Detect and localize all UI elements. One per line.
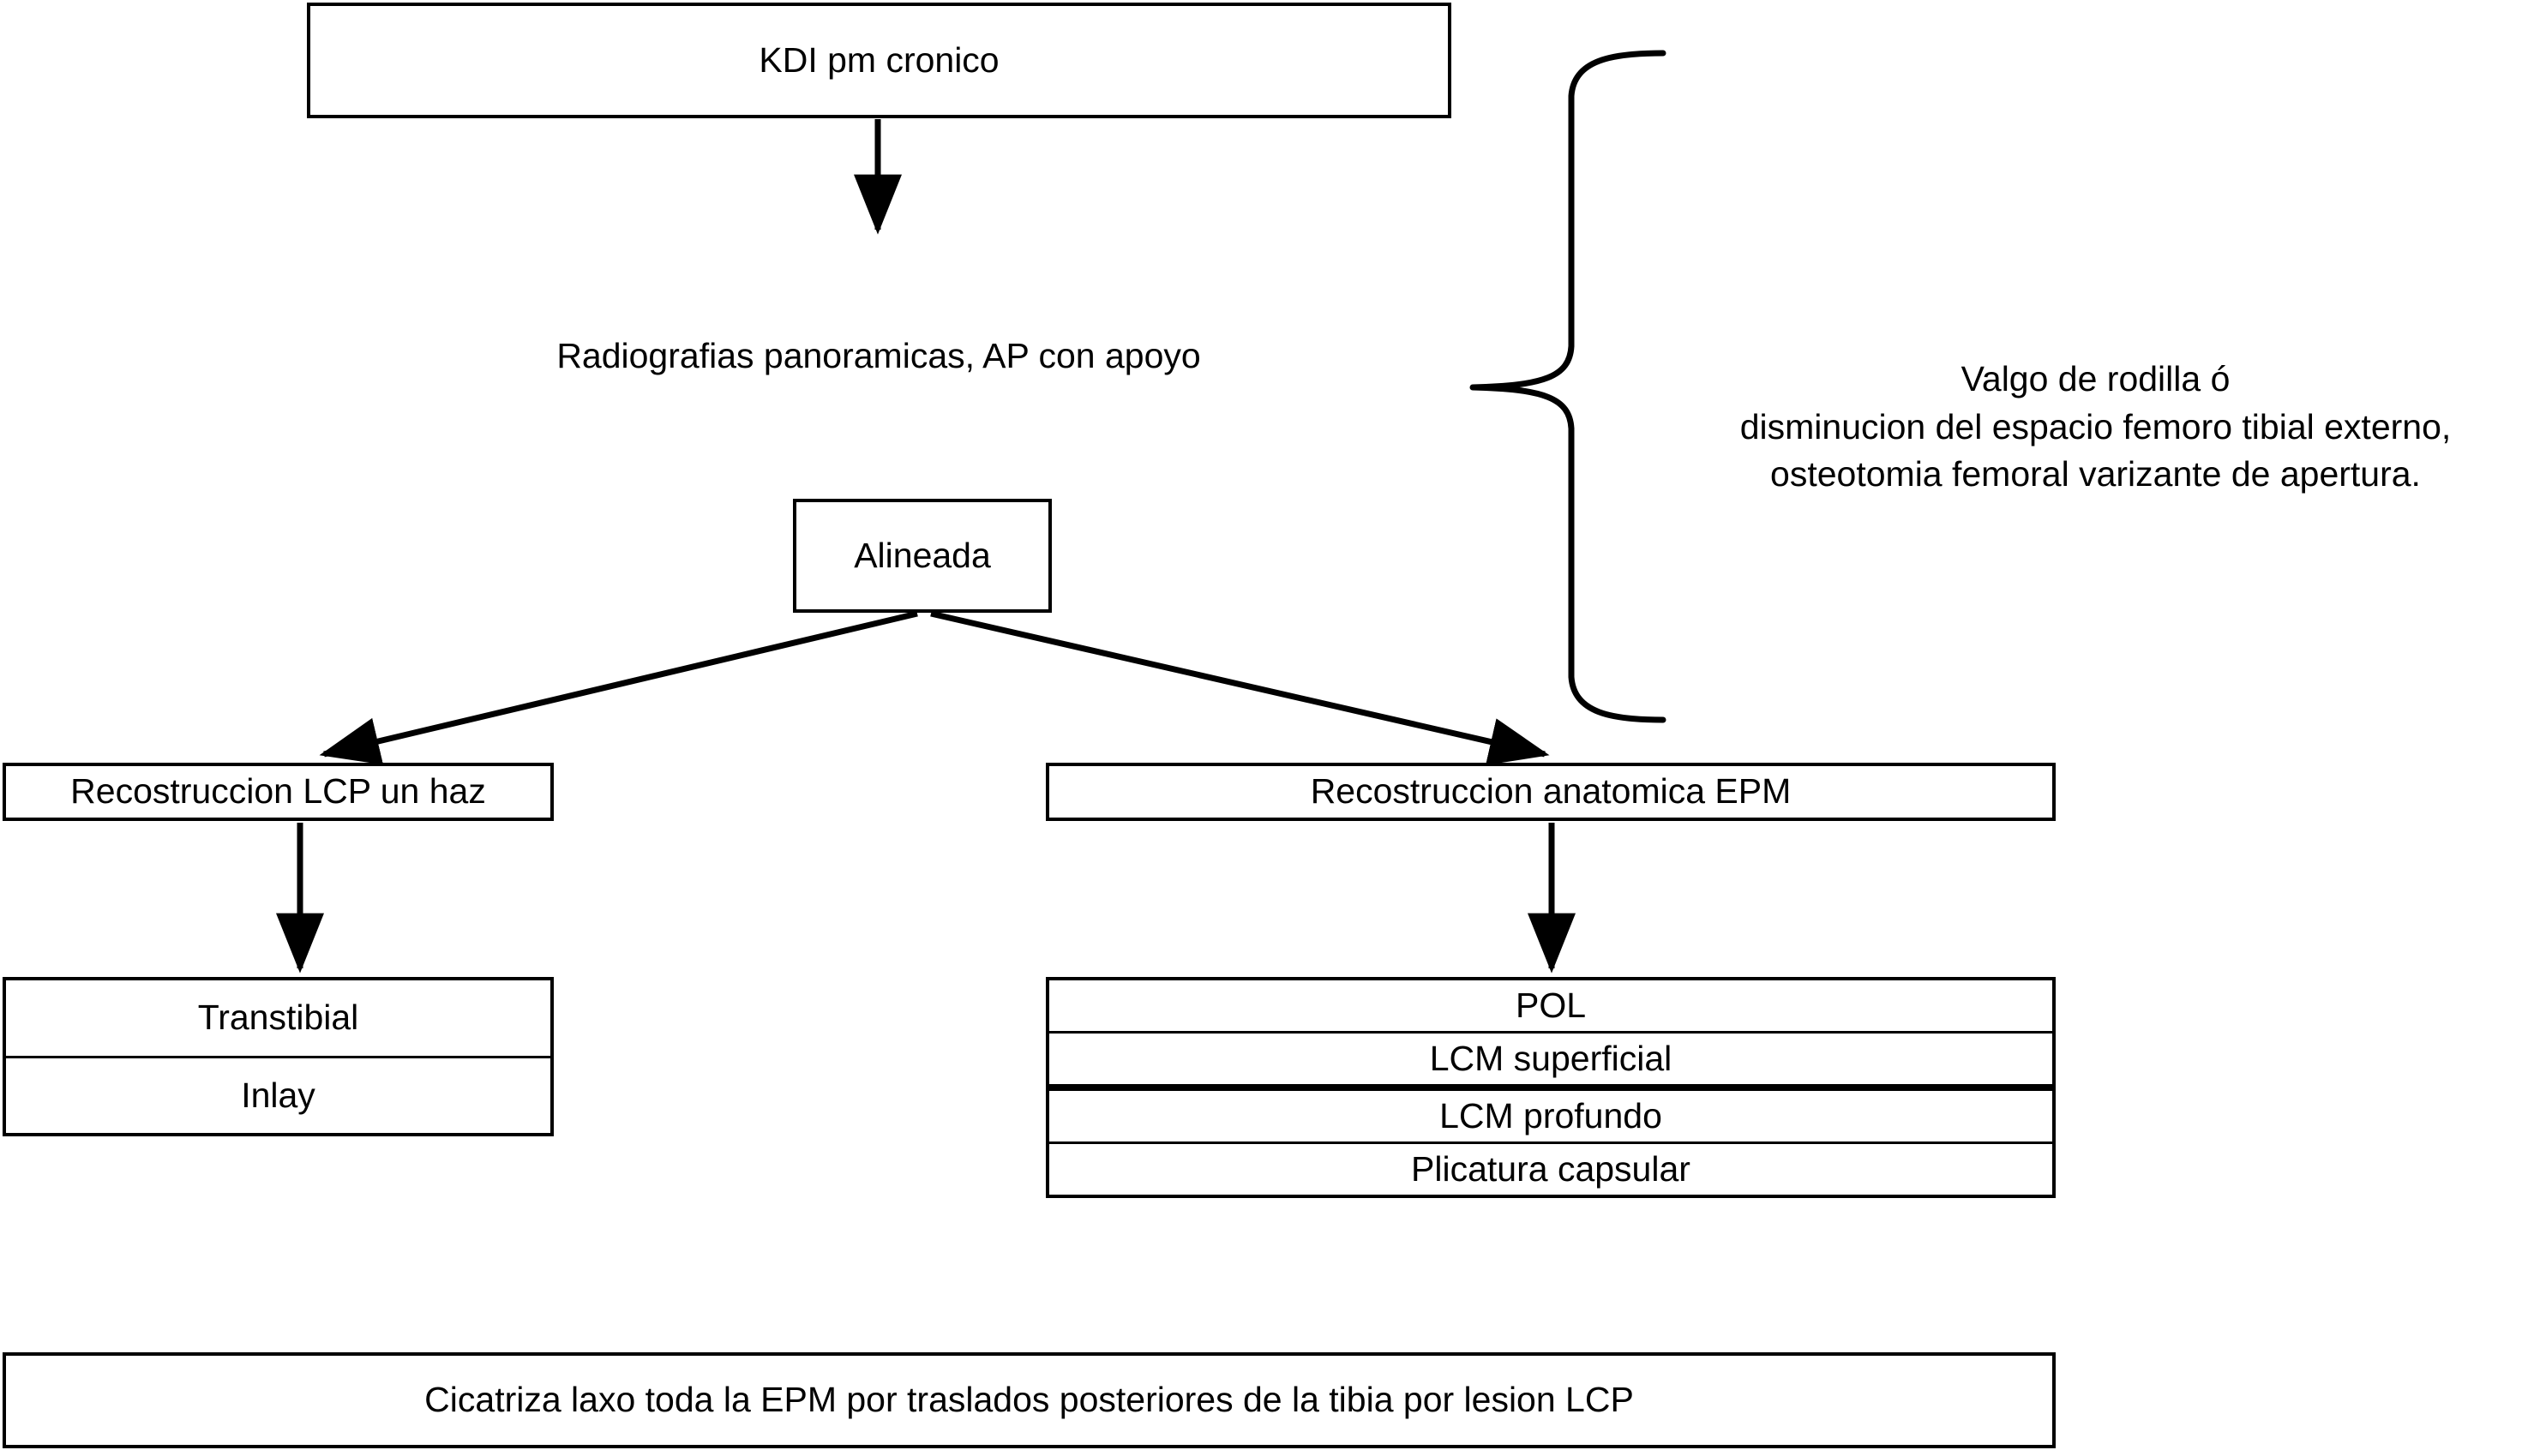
stack-item-inlay-label: Inlay	[241, 1075, 315, 1115]
node-recostruccion-anatomica-epm-label: Recostruccion anatomica EPM	[1310, 771, 1792, 812]
stack-item-plicatura-capsular: Plicatura capsular	[1049, 1141, 2052, 1195]
node-kdi-pm-cronico: KDI pm cronico	[307, 3, 1451, 118]
stack-item-pol-label: POL	[1515, 985, 1587, 1025]
text-valgo-de-rodilla-note: Valgo de rodilla ó disminucion del espac…	[1673, 309, 2518, 498]
curly-brace	[1469, 50, 1666, 723]
node-recostruccion-lcp-un-haz-label: Recostruccion LCP un haz	[70, 771, 486, 812]
stack-right-branch-options: POL LCM superficial LCM profundo Plicatu…	[1046, 977, 2056, 1198]
stack-left-branch-options: Transtibial Inlay	[3, 977, 554, 1136]
node-alineada: Alineada	[793, 499, 1052, 613]
stack-item-lcm-superficial-label: LCM superficial	[1429, 1038, 1672, 1078]
node-kdi-pm-cronico-label: KDI pm cronico	[759, 39, 1000, 80]
stack-item-lcm-superficial: LCM superficial	[1049, 1031, 2052, 1084]
node-footer-cicatriza-laxo-label: Cicatriza laxo toda la EPM por traslados…	[424, 1380, 1634, 1420]
stack-item-inlay: Inlay	[6, 1055, 550, 1134]
arrow-alineada-to-lcp-un-haz	[319, 610, 918, 765]
stack-item-transtibial: Transtibial	[6, 980, 550, 1056]
text-radiografias-panoramicas-label: Radiografias panoramicas, AP con apoyo	[556, 336, 1201, 376]
text-valgo-de-rodilla-note-label: Valgo de rodilla ó disminucion del espac…	[1739, 359, 2452, 494]
node-recostruccion-lcp-un-haz: Recostruccion LCP un haz	[3, 763, 554, 821]
text-radiografias-panoramicas: Radiografias panoramicas, AP con apoyo	[480, 285, 1277, 380]
node-alineada-label: Alineada	[854, 535, 991, 575]
stack-item-lcm-profundo: LCM profundo	[1049, 1084, 2052, 1141]
stack-item-pol: POL	[1049, 980, 2052, 1031]
stack-item-transtibial-label: Transtibial	[197, 998, 359, 1038]
arrow-alineada-to-anatomica-epm	[930, 610, 1550, 765]
node-footer-cicatriza-laxo: Cicatriza laxo toda la EPM por traslados…	[3, 1352, 2056, 1448]
stack-item-lcm-profundo-label: LCM profundo	[1439, 1095, 1662, 1135]
stack-item-plicatura-capsular-label: Plicatura capsular	[1411, 1148, 1690, 1189]
node-recostruccion-anatomica-epm: Recostruccion anatomica EPM	[1046, 763, 2056, 821]
